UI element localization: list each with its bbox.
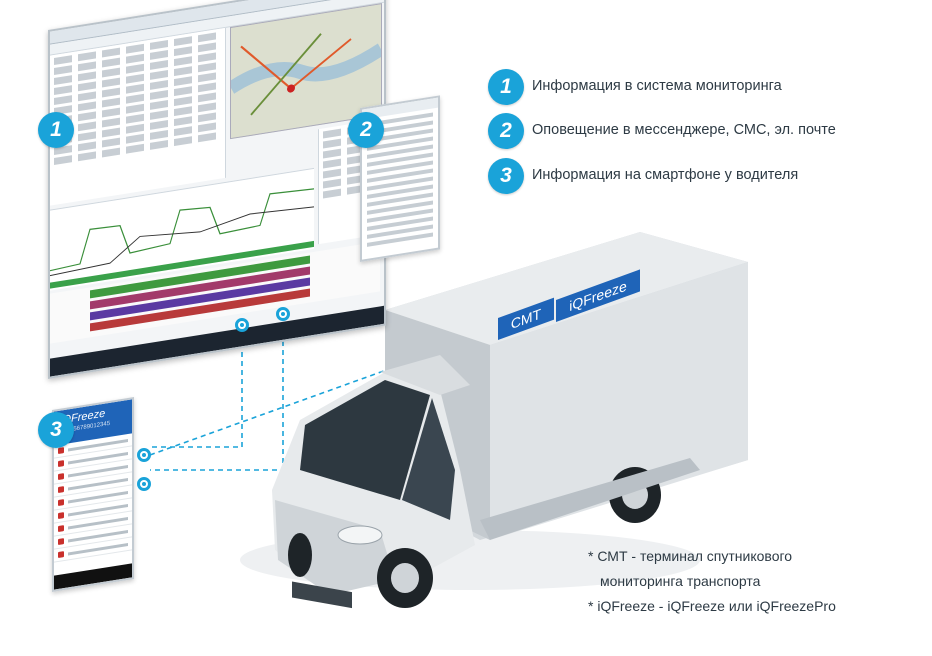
legend-badge-3: 3 [488,158,524,194]
truck-cab [272,355,475,609]
monitoring-screen [48,0,386,379]
footnote-iqfreeze: * iQFreeze - iQFreeze или iQFreezePro [588,598,836,614]
connector-dot-phone-bottom [137,477,151,491]
connector-dot-phone-top [137,448,151,462]
connection-line-monitor-left [150,325,243,448]
legend-badge-2: 2 [488,113,524,149]
truck-chassis [480,458,700,540]
legend-text-3: Информация на смартфоне у водителя [532,167,799,183]
temperature-chart-pane [49,167,315,291]
legend-text-2: Оповещение в мессенджере, СМС, эл. почте [532,122,836,138]
phone-number-badge: 3 [38,412,74,448]
legend-text-1: Информация в система мониторинга [532,78,782,94]
footnote-smt-line2: мониторинга транспорта [600,573,761,589]
footnote-smt-line1: * СМТ - терминал спутникового [588,548,793,564]
vehicle-list-pane [50,27,226,206]
connector-dot-monitor-right [276,307,290,321]
map-pane [227,3,385,140]
legend-badge-1: 1 [488,69,524,105]
connector-dot-monitor-left [235,318,249,332]
monitor-number-badge: 1 [38,112,74,148]
tablet-number-badge: 2 [348,112,384,148]
